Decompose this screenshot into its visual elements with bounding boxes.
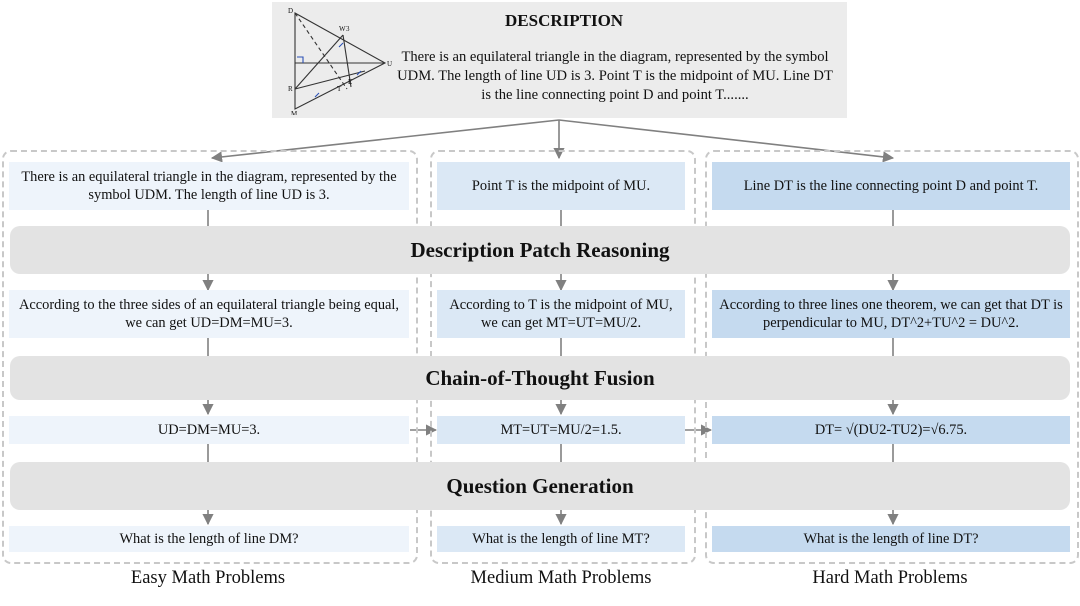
label-r: R bbox=[288, 85, 293, 93]
easy-fusion: UD=DM=MU=3. bbox=[9, 416, 409, 444]
hard-patch: Line DT is the line connecting point D a… bbox=[712, 162, 1070, 210]
band-chain-of-thought-fusion: Chain-of-Thought Fusion bbox=[10, 356, 1070, 400]
medium-patch: Point T is the midpoint of MU. bbox=[437, 162, 685, 210]
easy-question: What is the length of line DM? bbox=[9, 526, 409, 552]
easy-reasoning: According to the three sides of an equil… bbox=[9, 290, 409, 338]
hard-reasoning: According to three lines one theorem, we… bbox=[712, 290, 1070, 338]
label-u: U bbox=[387, 60, 392, 68]
hard-question: What is the length of line DT? bbox=[712, 526, 1070, 552]
label-d: D bbox=[288, 7, 293, 15]
label-e: E bbox=[348, 78, 352, 86]
label-m: M bbox=[291, 110, 298, 115]
medium-label: Medium Math Problems bbox=[470, 568, 652, 588]
easy-label: Easy Math Problems bbox=[130, 568, 286, 588]
band-description-patch-reasoning: Description Patch Reasoning bbox=[10, 226, 1070, 274]
band-question-generation: Question Generation bbox=[10, 462, 1070, 510]
description-text: There is an equilateral triangle in the … bbox=[397, 49, 833, 103]
label-w: W bbox=[339, 25, 346, 33]
label-t: T bbox=[337, 85, 342, 93]
triangle-figure: D W 3 U E R T M bbox=[288, 7, 392, 115]
medium-question: What is the length of line MT? bbox=[437, 526, 685, 552]
medium-fusion: MT=UT=MU/2=1.5. bbox=[437, 416, 685, 444]
description-title: DESCRIPTION bbox=[505, 11, 624, 30]
hard-fusion: DT= √(DU2-TU2)=√6.75. bbox=[712, 416, 1070, 444]
easy-patch: There is an equilateral triangle in the … bbox=[9, 162, 409, 210]
label-3: 3 bbox=[346, 25, 350, 33]
medium-reasoning: According to T is the midpoint of MU, we… bbox=[437, 290, 685, 338]
hard-label: Hard Math Problems bbox=[812, 568, 968, 588]
description-panel bbox=[272, 2, 847, 118]
